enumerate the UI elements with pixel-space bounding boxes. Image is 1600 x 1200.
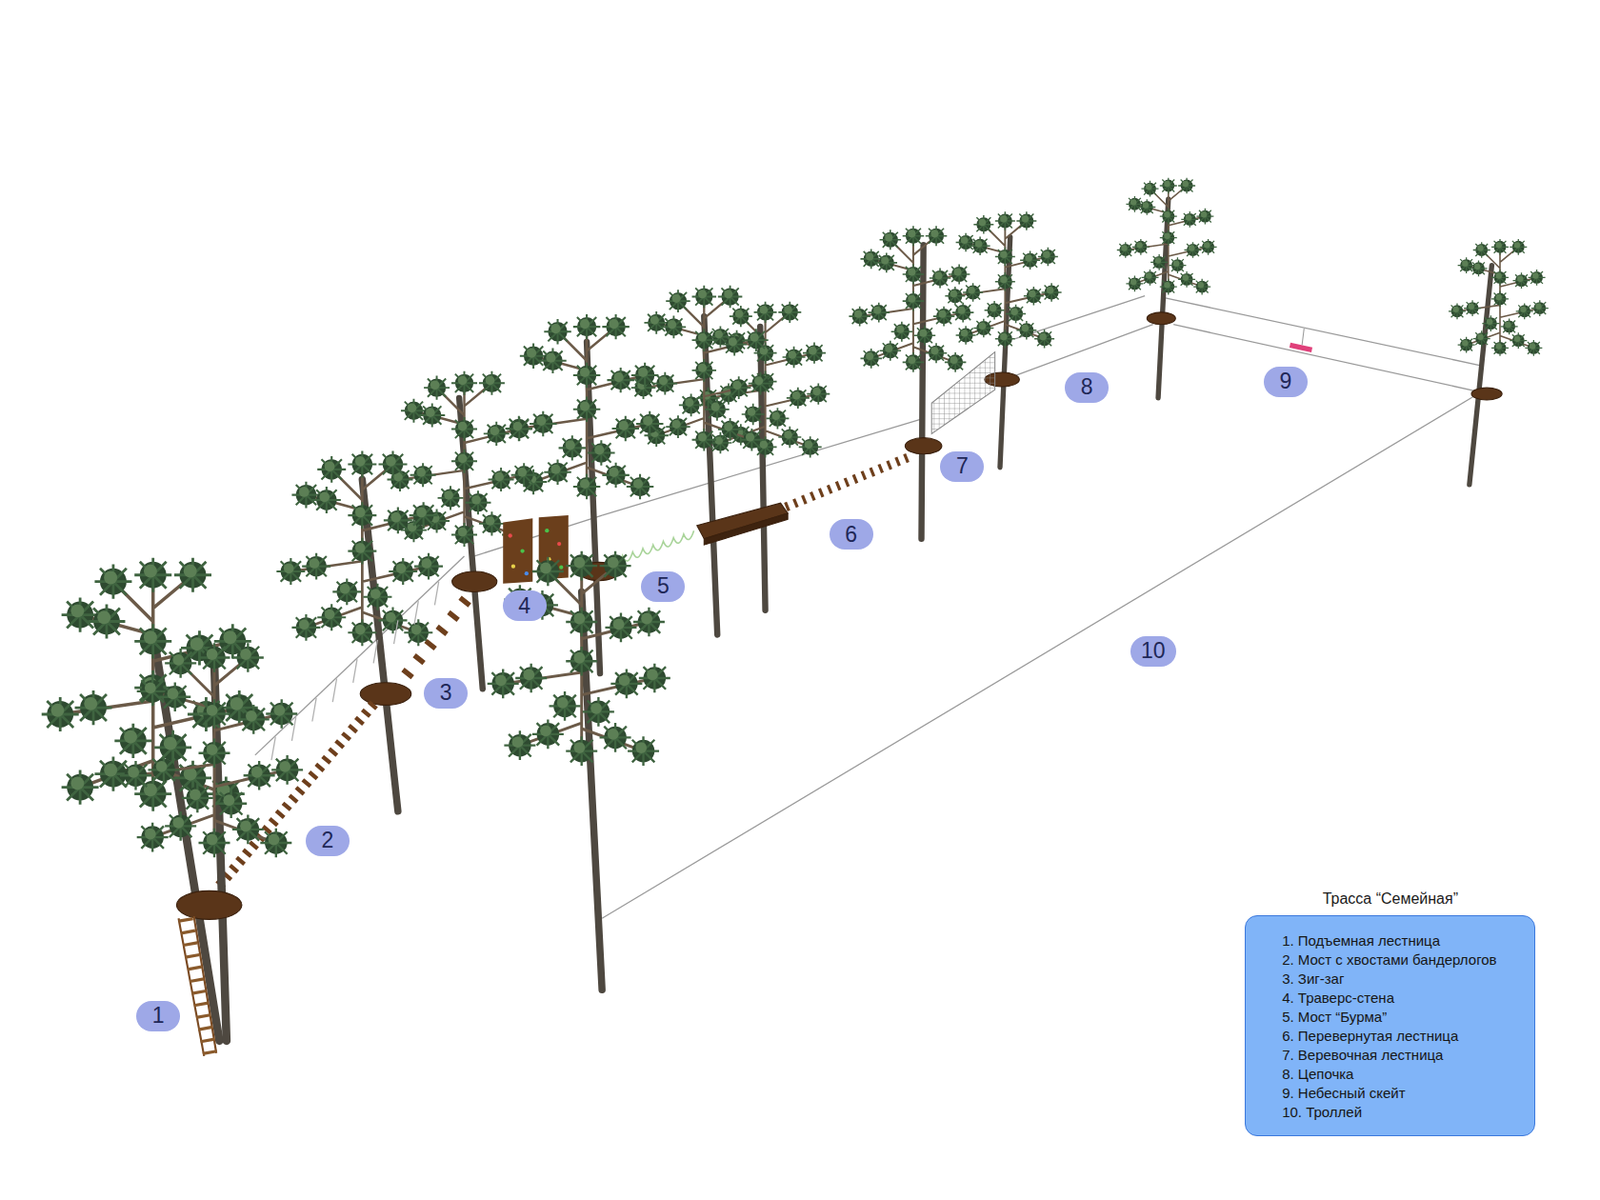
legend-item: 4. Траверс-стена xyxy=(1281,988,1395,1008)
legend-item: 5. Мост “Бурма” xyxy=(1281,1007,1387,1027)
callout-number: 7 xyxy=(956,454,969,479)
callout-pill: 4 xyxy=(502,590,547,621)
tree-crowns xyxy=(276,178,1548,647)
callout-number: 8 xyxy=(1080,375,1094,400)
callout-number: 9 xyxy=(1280,369,1293,394)
callout-number: 10 xyxy=(1140,639,1166,663)
net-ladder xyxy=(931,352,995,435)
legend-title: Трасса “Семейная” xyxy=(1245,890,1535,908)
legend-item: 10. Троллей xyxy=(1281,1102,1362,1122)
callout-number: 2 xyxy=(321,828,335,853)
legend-item: 1. Подъемная лестница xyxy=(1281,931,1440,951)
front-crowns xyxy=(41,551,671,859)
callout-number: 1 xyxy=(152,1003,165,1028)
legend-item: 9. Небесный скейт xyxy=(1281,1083,1405,1103)
callout-pill: 10 xyxy=(1130,636,1177,667)
platforms xyxy=(360,312,1502,705)
callout-number: 4 xyxy=(518,594,531,619)
legend-item: 2. Мост с хвостами бандерлогов xyxy=(1281,950,1497,970)
skate-hanger xyxy=(1301,328,1304,345)
far-trees xyxy=(361,199,1492,812)
legend-item: 7. Веревочная лестница xyxy=(1281,1045,1443,1065)
legend-item: 3. Зиг-заг xyxy=(1281,969,1344,989)
callout-pill: 8 xyxy=(1064,372,1109,403)
zigzag-bridge xyxy=(405,596,469,677)
callout-number: 3 xyxy=(440,680,453,705)
callout-pill: 1 xyxy=(136,1000,180,1032)
callout-pill: 3 xyxy=(423,678,468,709)
legend-item: 8. Цепочка xyxy=(1281,1064,1354,1084)
bandarlog-bridge xyxy=(219,581,439,886)
callout-pill: 9 xyxy=(1263,366,1308,398)
legend-item: 6. Перевернутая лестница xyxy=(1281,1026,1459,1046)
callout-pill: 5 xyxy=(640,571,685,602)
climbing-ladder xyxy=(176,890,242,1057)
callout-number: 5 xyxy=(657,574,670,599)
callout-pill: 7 xyxy=(940,451,984,482)
inverted-ladder xyxy=(785,456,912,508)
legend-box: Трасса “Семейная”1. Подъемная лестница2.… xyxy=(1244,915,1536,1137)
callout-pill: 2 xyxy=(305,825,350,857)
callout-number: 6 xyxy=(844,522,858,547)
cables xyxy=(255,296,1480,920)
callout-pill: 6 xyxy=(829,519,874,550)
sky-skate xyxy=(1289,342,1313,353)
